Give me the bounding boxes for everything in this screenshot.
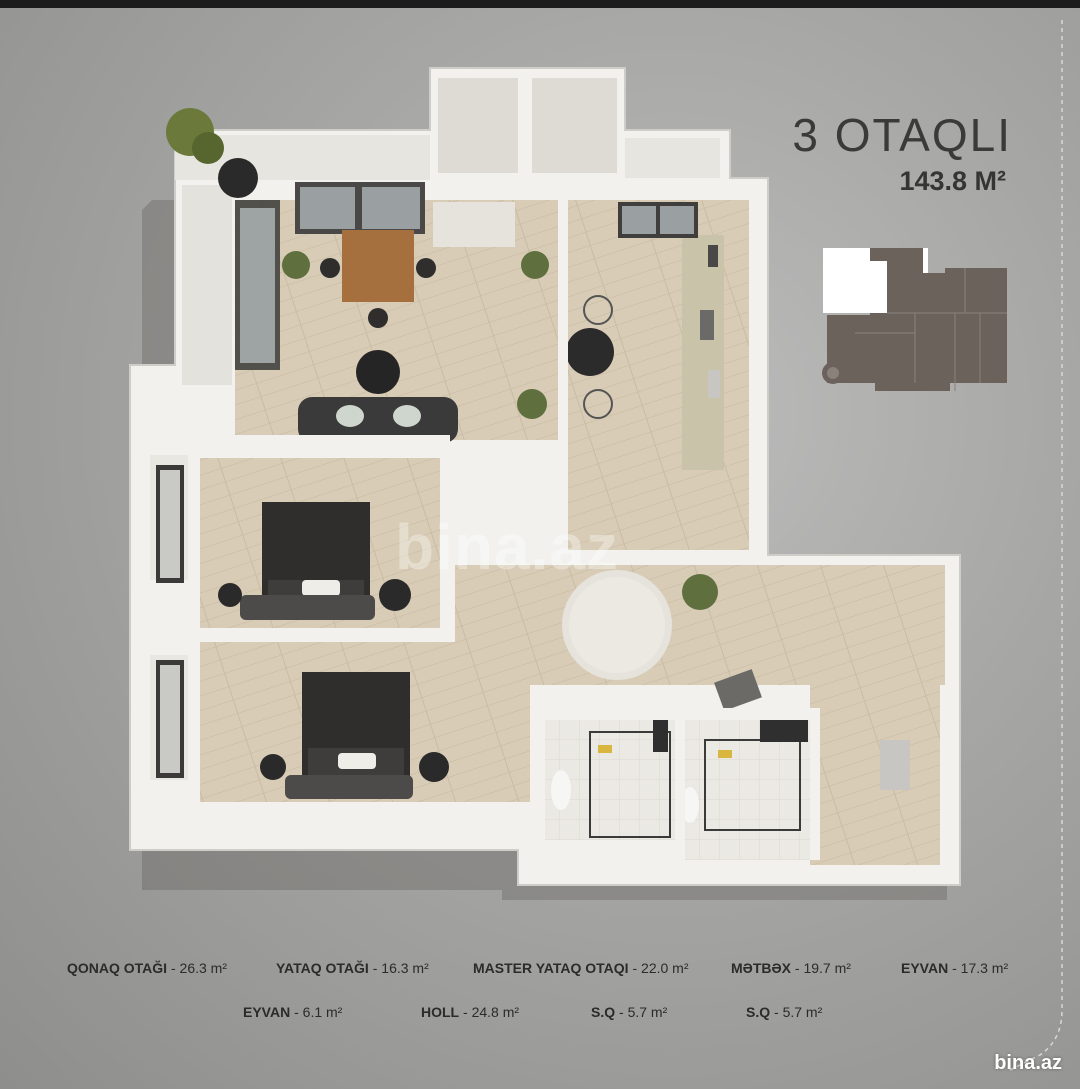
area-bathroom-2: S.Q - 5.7 m² bbox=[746, 1004, 823, 1020]
site-logo: bina.az bbox=[994, 1052, 1062, 1074]
area-balcony-1: EYVAN - 17.3 m² bbox=[901, 960, 1009, 976]
area-master-bedroom: MASTER YATAQ OTAQI - 22.0 m² bbox=[473, 960, 689, 976]
floor-plan bbox=[129, 67, 961, 900]
living-room bbox=[235, 182, 560, 443]
area-hall: HOLL - 24.8 m² bbox=[421, 1004, 520, 1020]
area-balcony-2: EYVAN - 6.1 m² bbox=[243, 1004, 343, 1020]
building-key-plan bbox=[822, 248, 1007, 391]
hall bbox=[455, 565, 945, 865]
area-kitchen: MƏTBƏX - 19.7 m² bbox=[731, 960, 851, 976]
bedroom bbox=[150, 455, 440, 628]
total-area: 143.8 M² bbox=[899, 166, 1006, 196]
master-bedroom bbox=[150, 642, 530, 802]
top-edge-bar bbox=[0, 0, 1080, 8]
area-bathroom-1: S.Q - 5.7 m² bbox=[591, 1004, 668, 1020]
plan-title: 3 OTAQLI bbox=[792, 109, 1012, 161]
kitchen bbox=[566, 200, 749, 550]
area-living-room: QONAQ OTAĞI - 26.3 m² bbox=[67, 960, 227, 976]
bathroom bbox=[545, 720, 675, 840]
bathroom-2 bbox=[681, 720, 810, 860]
watermark: bina.az bbox=[395, 511, 619, 583]
area-bedroom: YATAQ OTAĞI - 16.3 m² bbox=[276, 960, 429, 976]
